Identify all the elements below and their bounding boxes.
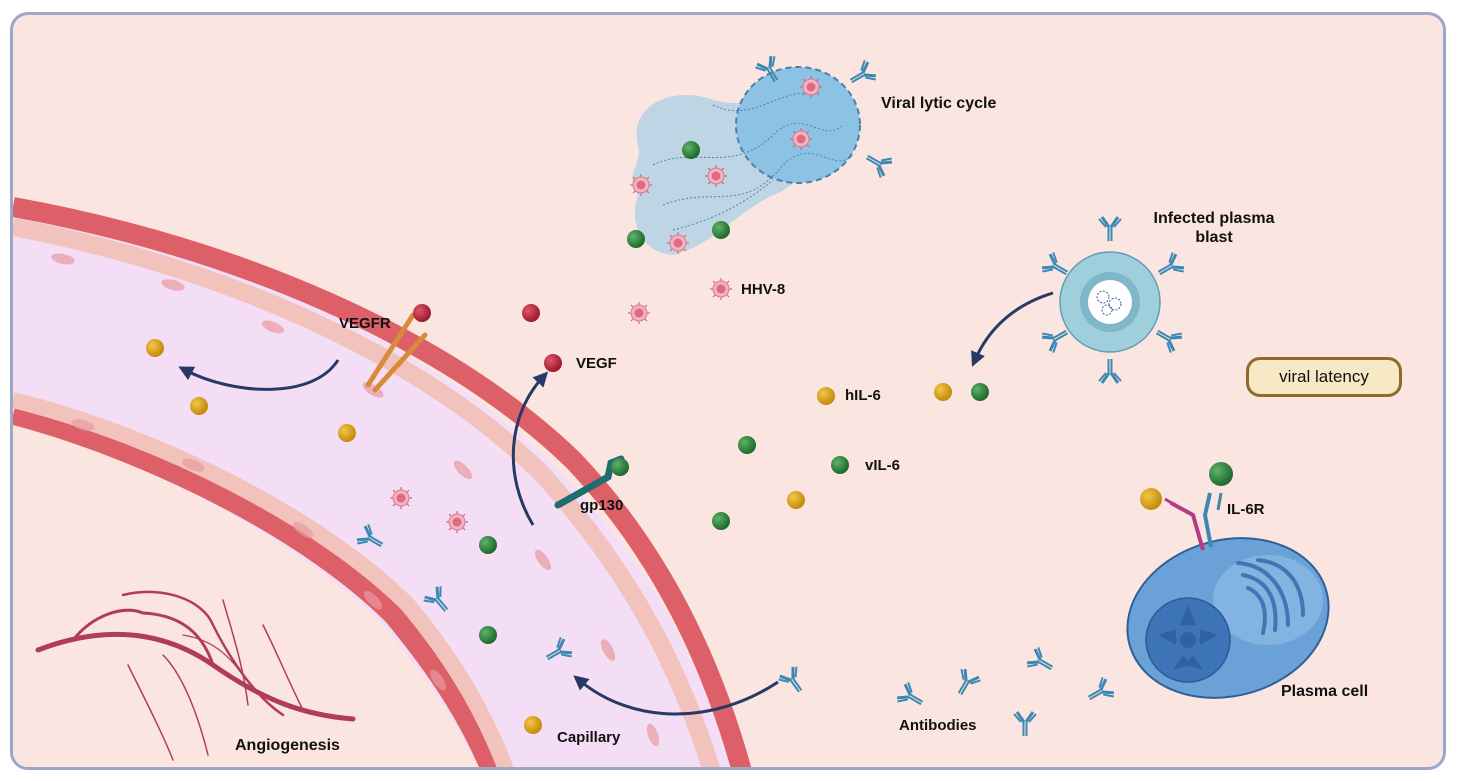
label-vegf: VEGF (576, 355, 617, 372)
label-viral-lytic-cycle: Viral lytic cycle (881, 95, 997, 112)
arrow-plasmablast-to-il6 (971, 291, 1054, 367)
gp130-receptor (554, 455, 629, 509)
vessel-outer-wall (13, 197, 752, 767)
arrow-antibodies-to-capillary (573, 675, 779, 716)
viral-lytic-cell (627, 53, 895, 255)
arrows (178, 291, 1054, 716)
hil6-bound (1140, 488, 1162, 510)
label-hhv8: HHV-8 (741, 281, 786, 298)
label-hil6: hIL-6 (845, 387, 881, 404)
free-particles (146, 277, 1117, 738)
il6r-receptor (1164, 492, 1223, 551)
label-plasma-cell: Plasma cell (1281, 683, 1369, 700)
vil6-bound (1209, 462, 1233, 486)
label-capillary: Capillary (557, 729, 621, 746)
arrow-to-vegf (511, 371, 549, 526)
vessel-inner-endothelium (13, 392, 514, 767)
label-il6r: IL-6R (1227, 501, 1265, 518)
label-vil6: vIL-6 (865, 457, 901, 474)
label-angiogenesis: Angiogenesis (235, 737, 340, 754)
lysing-cell-body (735, 66, 861, 184)
vegfr-receptor (365, 304, 431, 393)
label-gp130: gp130 (580, 497, 624, 514)
label-vegfr: VEGFR (339, 315, 391, 332)
vessel-inner-wall-lower (13, 405, 501, 767)
diagram-frame: Viral lytic cycle Infected plasma blast … (10, 12, 1446, 770)
plasma-cell (1126, 462, 1330, 699)
infected-plasma-blast-cell (1039, 215, 1187, 385)
label-antibodies: Antibodies (899, 717, 977, 734)
label-infected-plasma-blast: Infected plasma blast (1153, 210, 1275, 246)
viral-latency-badge: viral latency (1246, 357, 1402, 397)
diagram-canvas (13, 53, 1330, 767)
angiogenesis-vessels-icon (35, 590, 356, 761)
arrow-vegfr-to-lumen (178, 359, 340, 391)
capillary-vessel (13, 197, 752, 767)
